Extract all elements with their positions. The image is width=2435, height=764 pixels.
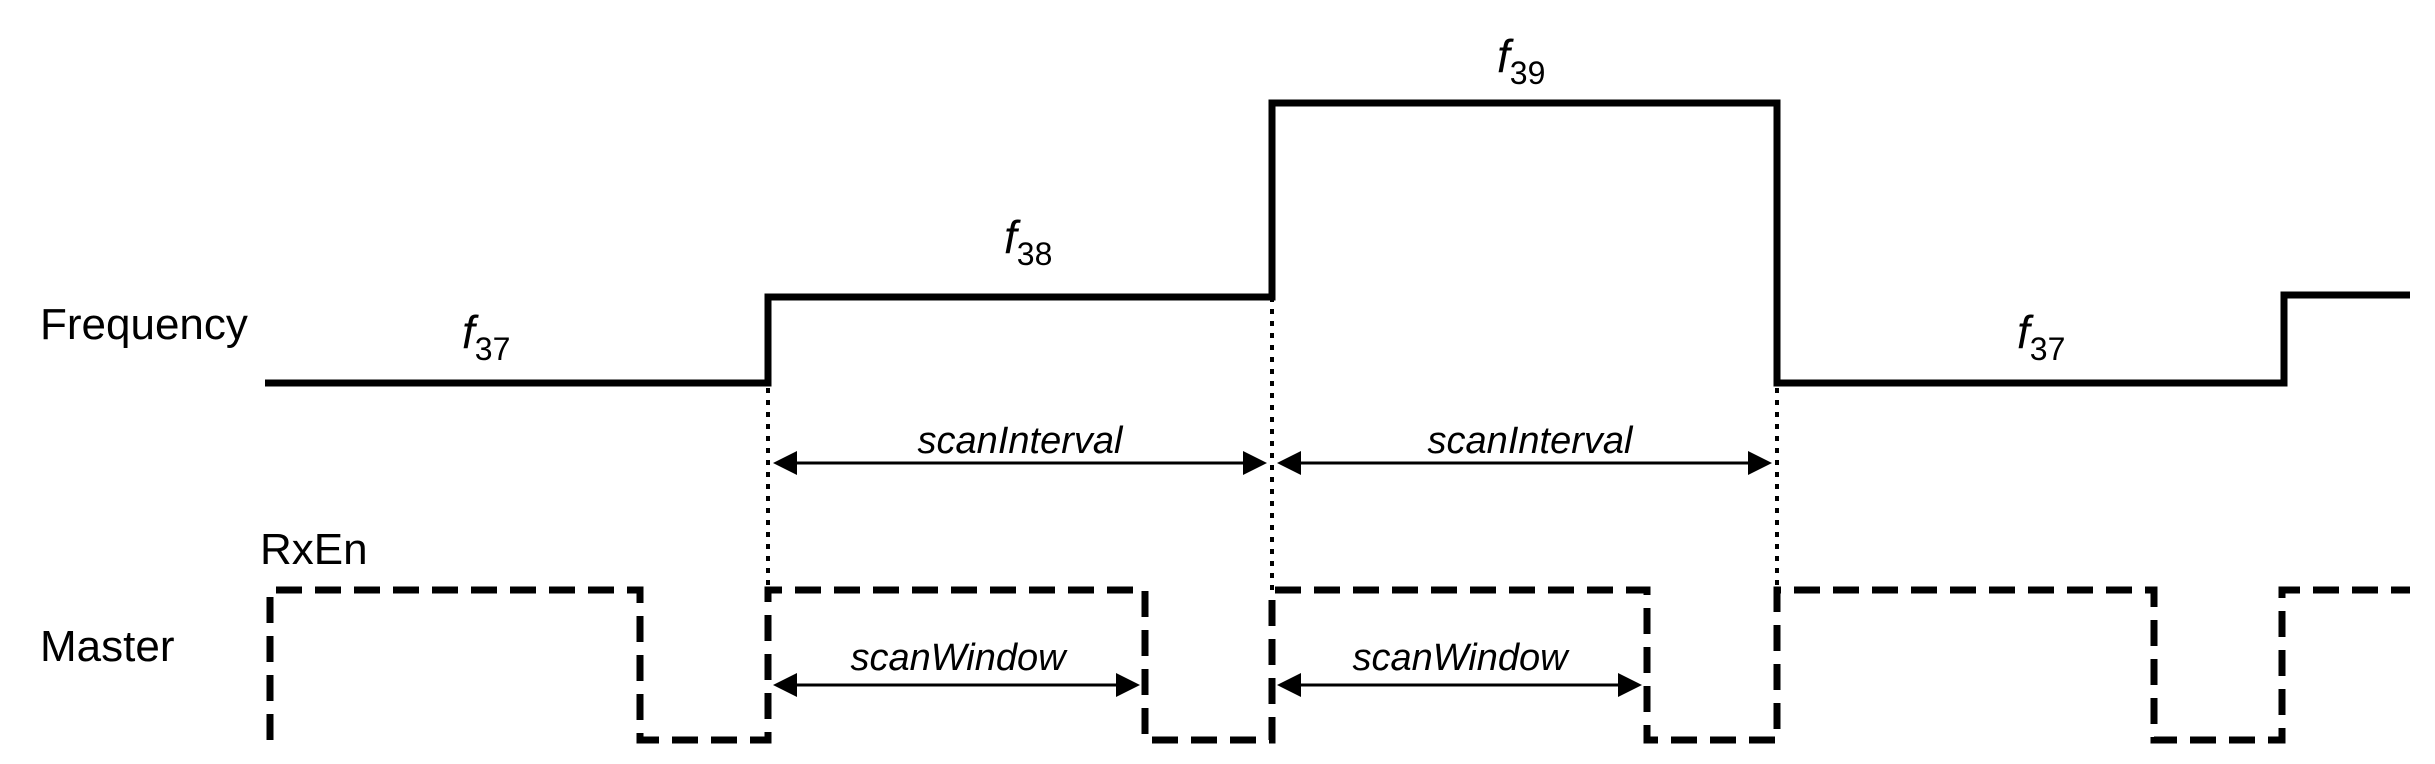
frequency-symbol: f [462, 306, 479, 358]
frequency-label-f38: f38 [1004, 211, 1052, 272]
frequency-subscript: 37 [475, 331, 511, 367]
scan-interval-label: scanInterval [918, 420, 1124, 462]
frequency-symbol: f [1497, 30, 1514, 82]
scan-interval-label: scanInterval [1428, 420, 1634, 462]
frequency-label-f39: f39 [1497, 30, 1545, 91]
frequency-label-f37: f37 [462, 306, 510, 367]
rxen-label: RxEn [260, 525, 368, 574]
scan-window-label: scanWindow [1352, 637, 1570, 679]
scan-window-label: scanWindow [850, 637, 1068, 679]
frequency-label-f37-repeat: f37 [2017, 306, 2065, 367]
master-row-label: Master [40, 622, 175, 671]
master-rxen-waveform [266, 586, 2410, 744]
frequency-symbol: f [1004, 211, 1021, 263]
frequency-waveform [265, 99, 2410, 387]
frequency-symbol: f [2017, 306, 2034, 358]
frequency-subscript: 38 [1017, 236, 1053, 272]
frequency-subscript: 37 [2030, 331, 2066, 367]
frequency-subscript: 39 [1510, 55, 1546, 91]
frequency-row-label: Frequency [40, 300, 248, 349]
